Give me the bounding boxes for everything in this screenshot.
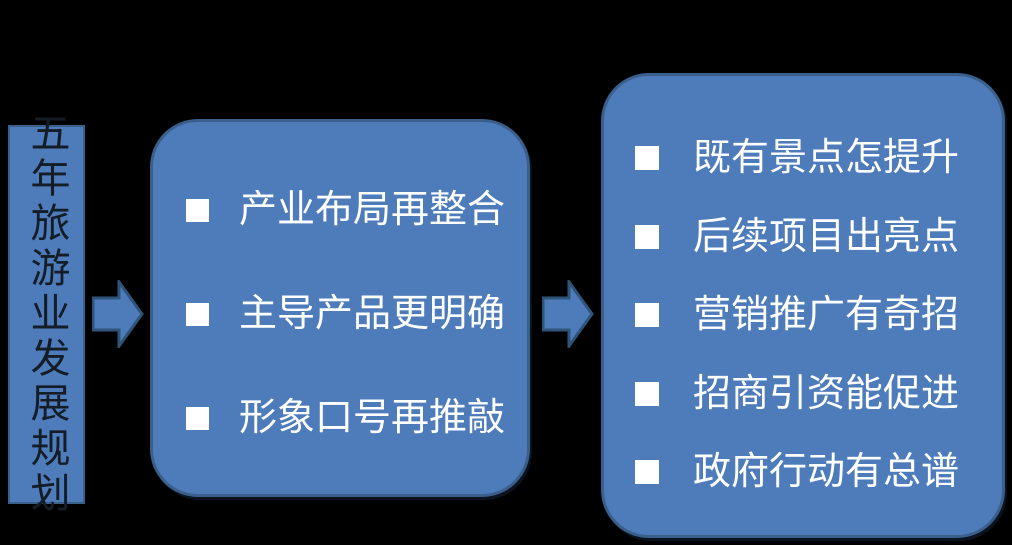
tactics-item-label: 营销推广有奇招	[693, 294, 960, 336]
tactics-box: 既有景点怎提升 后续项目出亮点 营销推广有奇招 招商引资能促进 政府行动有总谱	[601, 73, 1005, 538]
flow-arrow-right-icon	[542, 280, 594, 348]
strategy-box: 产业布局再整合 主导产品更明确 形象口号再推敲	[150, 119, 530, 497]
strategy-item-label: 主导产品更明确	[239, 293, 506, 335]
tactics-item: 后续项目出亮点	[635, 215, 994, 259]
bullet-square-icon	[635, 224, 659, 249]
bullet-square-icon	[635, 381, 659, 406]
strategy-item: 主导产品更明确	[186, 292, 517, 336]
plan-label-box: 五年旅游业发展规划	[8, 112, 85, 517]
tactics-item: 招商引资能促进	[635, 372, 994, 416]
tactics-item: 营销推广有奇招	[635, 293, 994, 337]
tactics-item-label: 政府行动有总谱	[693, 451, 960, 493]
plan-title-vertical-text: 五年旅游业发展规划	[24, 112, 70, 517]
bullet-square-icon	[635, 303, 659, 327]
tactics-item: 政府行动有总谱	[635, 450, 994, 494]
bullet-square-icon	[186, 406, 209, 430]
bullet-square-icon	[186, 198, 209, 222]
strategy-item-label: 形象口号再推敲	[239, 397, 506, 439]
flow-arrow-right-icon	[92, 280, 144, 348]
tactics-item-label: 后续项目出亮点	[693, 215, 960, 258]
bullet-square-icon	[186, 302, 209, 326]
strategy-item: 产业布局再整合	[186, 188, 517, 232]
bullet-square-icon	[635, 146, 659, 170]
strategy-item-label: 产业布局再整合	[239, 189, 506, 231]
strategy-item: 形象口号再推敲	[186, 396, 517, 440]
tactics-item-label: 招商引资能促进	[693, 372, 960, 415]
bullet-square-icon	[635, 460, 659, 484]
tactics-item: 既有景点怎提升	[635, 136, 994, 180]
tactics-item-label: 既有景点怎提升	[693, 137, 960, 179]
